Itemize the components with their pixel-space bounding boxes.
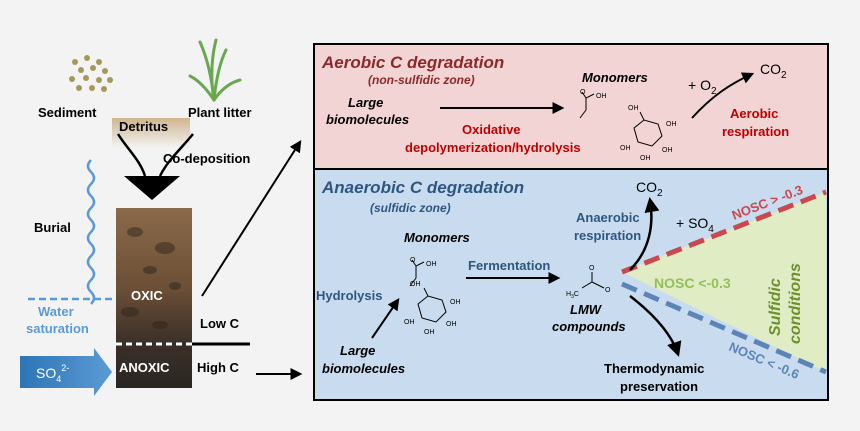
aerobic-co2: CO2 <box>760 61 787 81</box>
fermentation-label: Fermentation <box>468 258 550 273</box>
chem-oh-9: OH <box>450 299 461 306</box>
sulfate-arrow <box>20 348 112 396</box>
anaerobic-monomer-structures <box>409 259 447 323</box>
water-label-line2: saturation <box>26 321 89 336</box>
co-deposition-label: Co-deposition <box>163 151 250 166</box>
nosc-mid-label: NOSC <-0.3 <box>654 275 731 291</box>
detritus-label: Detritus <box>119 119 168 134</box>
chem-oh-5: OH <box>620 145 631 152</box>
anaerobic-so4-main: + SO <box>676 215 708 231</box>
sediment-dots-icon <box>69 55 113 92</box>
chem-h3c-c: C <box>574 291 579 298</box>
aerobic-large-bio-1: Large <box>348 95 383 110</box>
arrow-to-aerobic <box>201 139 302 297</box>
anaerobic-so4: + SO4 <box>676 215 714 235</box>
anaerobic-so4-sub: 4 <box>708 224 714 235</box>
aerobic-respiration-arrow <box>691 72 755 119</box>
aerobic-chem-labels: OH O OH OH OH OH OH <box>580 89 677 162</box>
chem-oh-4: OH <box>662 147 673 154</box>
anaerobic-respiration-arrow <box>629 197 660 271</box>
chem-o-4: O <box>605 287 611 294</box>
anoxic-label: ANOXIC <box>119 360 170 375</box>
anaerobic-co2-sub: 2 <box>657 188 663 199</box>
chem-oh-12: OH <box>424 329 435 336</box>
aerobic-o2: + O2 <box>688 77 717 97</box>
plant-litter-icon <box>188 38 242 102</box>
aerobic-resp-2: respiration <box>722 124 789 139</box>
nosc-high-line <box>621 189 827 275</box>
anaerobic-co2: CO2 <box>636 179 663 199</box>
soil-core-image <box>116 208 192 388</box>
chem-o-3: O <box>589 265 595 272</box>
anaerobic-monomers: Monomers <box>404 230 470 245</box>
aerobic-o2-sub: 2 <box>711 86 717 97</box>
thermo-label-2: preservation <box>620 379 698 394</box>
anaerobic-subtitle: (sulfidic zone) <box>370 201 451 215</box>
water-label-line1: Water <box>38 304 74 319</box>
aerobic-monomers: Monomers <box>582 70 648 85</box>
co-deposition-curve-right <box>158 133 194 177</box>
high-c-label: High C <box>197 360 239 375</box>
aerobic-process-2: depolymerization/hydrolysis <box>405 140 581 155</box>
sulfate-label: SO42- <box>36 363 69 384</box>
anaerobic-co2-main: CO <box>636 179 657 195</box>
nosc-low-line <box>621 281 827 375</box>
chem-oh-7: OH <box>426 261 437 268</box>
aerobic-co2-main: CO <box>760 61 781 77</box>
sulfidic-label-1: Sulfidic <box>767 278 784 336</box>
anaerobic-resp-2: respiration <box>574 228 641 243</box>
sulfidic-label-2: conditions <box>787 263 804 344</box>
lmw-label-2: compounds <box>552 319 626 334</box>
low-c-label: Low C <box>200 316 240 331</box>
aerobic-title: Aerobic C degradation <box>321 53 504 72</box>
chem-oh-2: OH <box>628 105 639 112</box>
anaerobic-title: Anaerobic C degradation <box>321 178 524 197</box>
sediment-label: Sediment <box>38 105 97 120</box>
preservation-arrow <box>629 295 682 357</box>
aerobic-process-1: Oxidative <box>462 122 521 137</box>
acetate-chem-labels: O O H3C <box>566 265 611 300</box>
burial-label: Burial <box>34 220 71 235</box>
chem-h3c-sub: 3 <box>571 294 574 300</box>
aerobic-o2-main: + O <box>688 77 711 93</box>
sulfidic-zone <box>622 192 826 372</box>
hydrolysis-arrow <box>371 298 400 339</box>
chem-o-1: O <box>580 89 586 96</box>
anaerobic-large-bio-2: biomolecules <box>322 361 405 376</box>
aerobic-subtitle: (non-sulfidic zone) <box>368 73 475 87</box>
thermo-label-1: Thermodynamic <box>604 361 704 376</box>
sulfate-superscript: 2- <box>61 363 69 373</box>
lmw-label-1: LMW <box>570 302 603 317</box>
aerobic-section <box>315 45 827 169</box>
hydrolysis-label: Hydrolysis <box>316 288 382 303</box>
burial-wave-icon <box>86 159 96 305</box>
chem-oh-3: OH <box>666 121 677 128</box>
aerobic-co2-sub: 2 <box>781 70 787 81</box>
anaerobic-resp-1: Anaerobic <box>576 210 640 225</box>
sulfate-main: SO <box>36 365 56 381</box>
chem-oh-8: OH <box>410 281 421 288</box>
process-panel-frame <box>313 43 829 401</box>
aerobic-large-bio-2: biomolecules <box>326 112 409 127</box>
soil-texture <box>121 227 181 329</box>
sulfate-subscript: 4 <box>56 374 61 384</box>
chem-oh-11: OH <box>404 319 415 326</box>
anaerobic-chem-labels: OH O OH OH OH OH OH <box>404 257 461 336</box>
aerobic-monomer-structures <box>579 91 663 147</box>
chem-oh-6: OH <box>640 155 651 162</box>
acetate-structure <box>581 272 605 289</box>
plant-litter-label: Plant litter <box>188 105 252 120</box>
aerobic-resp-1: Aerobic <box>730 106 778 121</box>
co-deposition-curve-left <box>116 133 147 177</box>
chem-o-2: O <box>410 257 416 264</box>
chem-h3c: H3C <box>566 291 579 300</box>
down-arrow-icon <box>124 176 180 200</box>
chem-oh-10: OH <box>446 321 457 328</box>
anaerobic-large-bio-1: Large <box>340 343 375 358</box>
chem-h3c-h: H <box>566 291 571 298</box>
chem-oh-1: OH <box>596 93 607 100</box>
oxic-label: OXIC <box>131 288 163 303</box>
